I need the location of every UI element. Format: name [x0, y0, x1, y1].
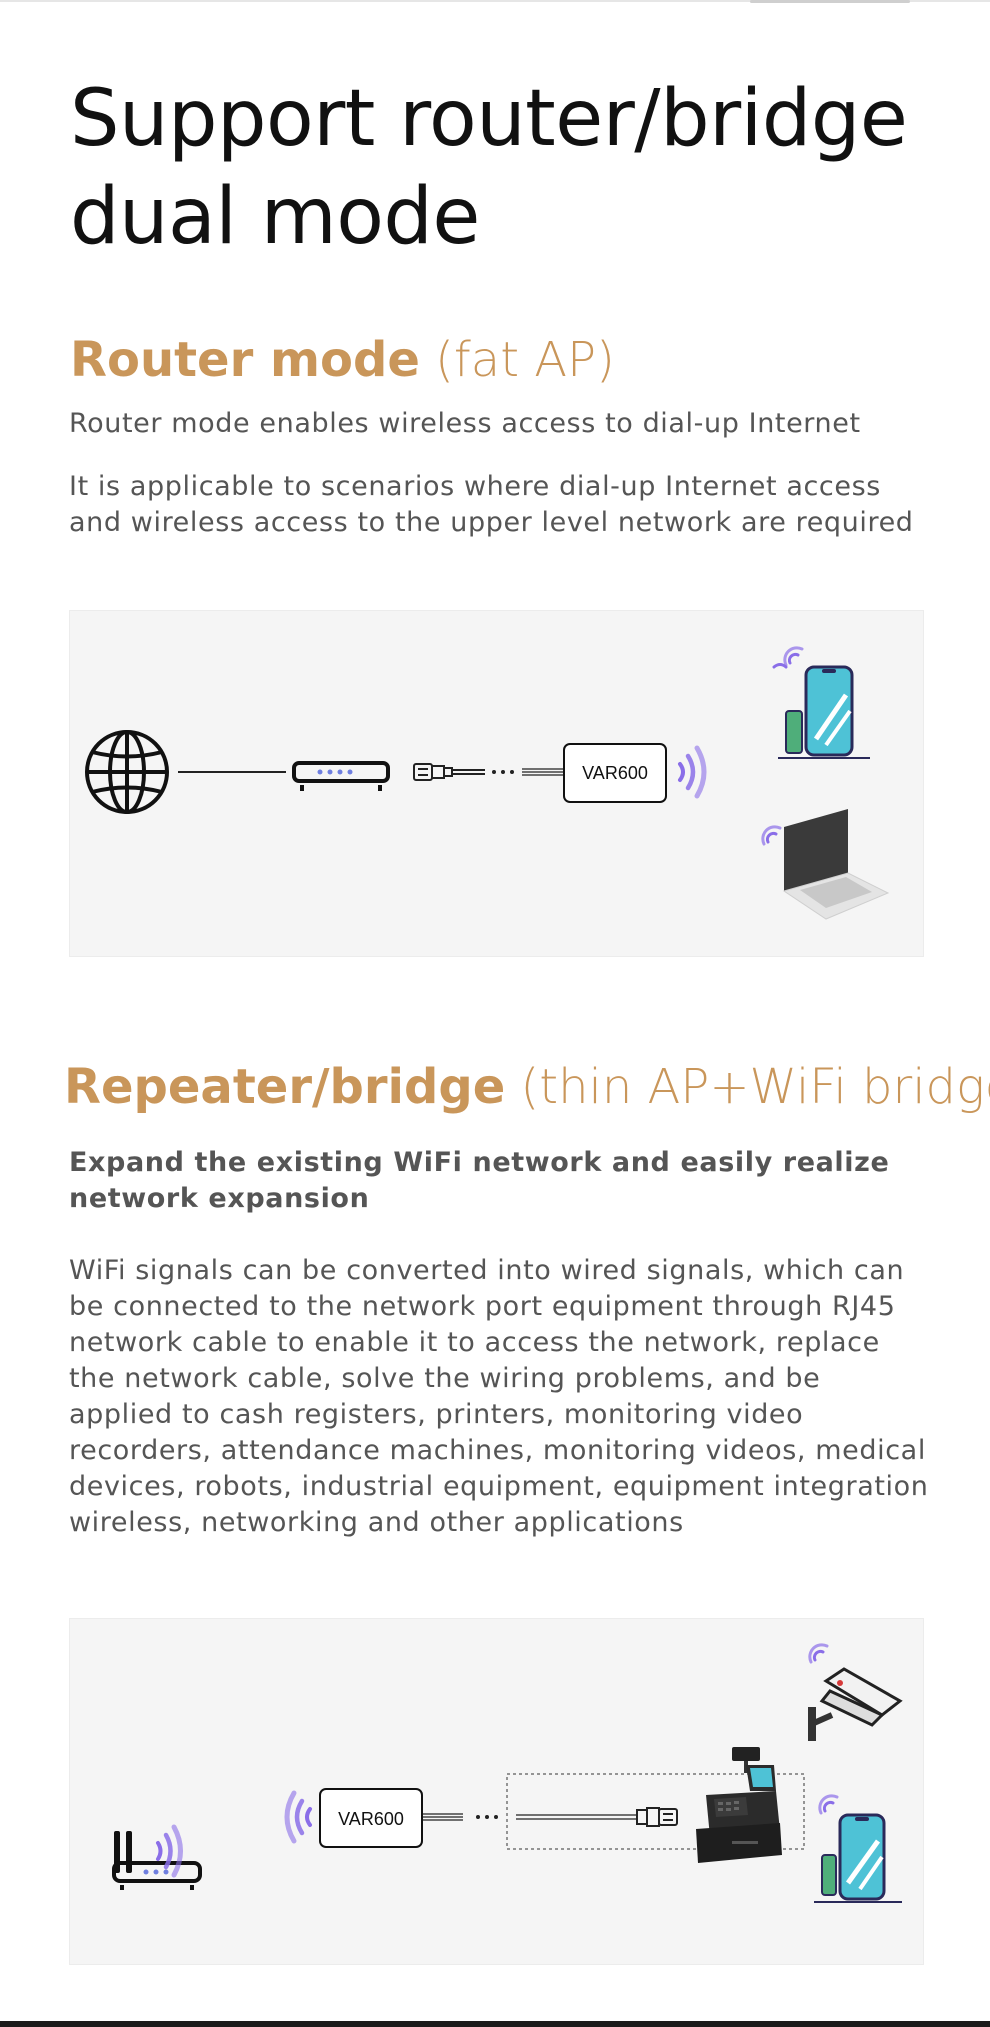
wifi-waves-icon	[678, 745, 707, 799]
wifi-waves-icon	[284, 1790, 312, 1844]
bottom-bar	[0, 2021, 990, 2027]
bridge-mode-diagram: VAR600	[69, 1618, 924, 1965]
top-divider	[0, 0, 990, 3]
var600-label: VAR600	[582, 763, 648, 783]
page-title: Support router/bridge dual mode	[70, 74, 908, 262]
repeater-mode-subtitle: Expand the existing WiFi network and eas…	[69, 1147, 890, 1214]
globe-icon	[85, 730, 169, 814]
router-mode-description: It is applicable to scenarios where dial…	[69, 471, 914, 538]
security-camera-icon	[808, 1643, 903, 1741]
smartphone-icon	[814, 1794, 902, 1903]
rj45-plug-icon	[413, 763, 485, 781]
laptop-icon	[761, 809, 890, 920]
router-mode-title: Router mode	[70, 332, 420, 388]
wifi-router-icon	[112, 1824, 202, 1890]
var600-device: VAR600	[563, 743, 667, 803]
rj45-plug-icon	[636, 1807, 678, 1827]
repeater-mode-subtitle-paren: (thin AP+WiFi bridge)	[520, 1059, 990, 1115]
router-mode-diagram: VAR600	[69, 610, 924, 957]
router-mode-subtitle: Router mode enables wireless access to d…	[69, 408, 861, 439]
repeater-mode-description: WiFi signals can be converted into wired…	[69, 1255, 929, 1538]
router-mode-subtitle-paren: (fat AP)	[435, 332, 615, 388]
modem-icon	[292, 761, 390, 791]
smartphone-icon	[772, 646, 870, 759]
var600-device: VAR600	[319, 1788, 423, 1848]
router-mode-heading: Router mode (fat AP)	[70, 330, 615, 390]
repeater-mode-heading: Repeater/bridge (thin AP+WiFi bridge)	[64, 1057, 990, 1117]
repeater-mode-title: Repeater/bridge	[64, 1059, 506, 1115]
cash-register-icon	[696, 1747, 782, 1863]
var600-label: VAR600	[338, 1809, 404, 1829]
